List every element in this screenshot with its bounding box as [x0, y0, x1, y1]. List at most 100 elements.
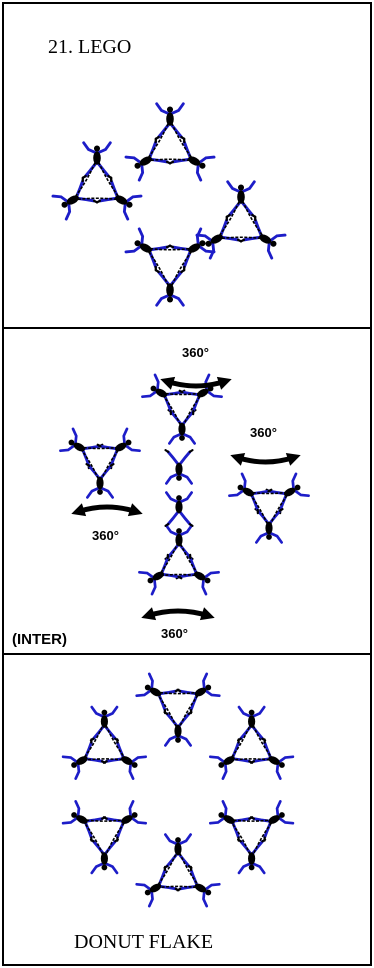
arrow-head	[230, 452, 246, 466]
skydiver-figure	[168, 227, 216, 272]
rotation-label-top: 360°	[182, 345, 209, 360]
skydiver-figure	[59, 427, 104, 470]
skydiver-figure	[154, 268, 186, 307]
grip-link	[103, 721, 128, 761]
grip-link	[228, 818, 275, 822]
grip-link	[216, 196, 242, 240]
grip-link	[81, 818, 128, 822]
skydiver-figure	[164, 449, 194, 485]
grip-link	[161, 392, 203, 396]
grip-link	[154, 848, 179, 889]
grip-link	[81, 721, 106, 761]
skydiver-figure	[163, 833, 193, 869]
grip-link	[177, 691, 202, 732]
grip-link	[155, 885, 201, 889]
arrow-head	[199, 607, 215, 621]
grip-link	[154, 691, 179, 732]
skydiver-figure	[61, 800, 107, 842]
skydiver-figure	[124, 137, 172, 182]
grip-link	[250, 819, 275, 859]
skydiver-figure	[95, 176, 143, 221]
skydiver-figure	[138, 553, 183, 596]
grip-link	[158, 573, 200, 577]
grip-link	[240, 196, 266, 240]
skydiver-figure	[85, 463, 115, 499]
grip-link	[248, 491, 290, 495]
grip-link	[81, 819, 106, 859]
grip-link	[250, 721, 275, 761]
panel-inter: 360° 360° 360° 360° (INTER)	[2, 329, 372, 655]
grip-link	[103, 819, 128, 859]
skydiver-figure	[135, 672, 180, 715]
arrow-head	[216, 376, 232, 390]
grip-link	[228, 721, 253, 761]
grip-link	[169, 118, 195, 162]
panel-lego: 21. LEGO	[2, 2, 372, 329]
skydiver-figure	[164, 524, 194, 560]
skydiver-figure	[167, 409, 197, 445]
panel-donut-flake: DONUT FLAKE	[2, 655, 372, 966]
skydiver-figure	[208, 800, 254, 842]
skydiver-figure	[102, 738, 148, 780]
skydiver-figure	[265, 472, 310, 515]
grip-link	[228, 758, 275, 762]
rotation-label-bottom: 360°	[161, 626, 188, 641]
grip-link	[145, 118, 171, 162]
grip-link	[160, 392, 183, 430]
grip-link	[78, 446, 101, 484]
grip-link	[155, 691, 201, 695]
grip-link	[81, 758, 128, 762]
skydiver-figure	[225, 180, 257, 219]
arrow-head	[285, 452, 301, 466]
skydiver-figure	[81, 141, 113, 180]
grip-link	[178, 539, 201, 577]
grip-link	[157, 539, 180, 577]
rotation-arrow	[235, 454, 296, 465]
grip-link	[247, 491, 270, 529]
grip-link	[79, 446, 121, 450]
skydiver-figure	[195, 215, 243, 260]
arrow-head	[160, 376, 176, 390]
grip-link	[72, 197, 122, 201]
skydiver-figure	[154, 102, 186, 141]
grip-link	[145, 158, 195, 162]
skydiver-figure	[163, 711, 193, 747]
grip-link	[268, 491, 291, 529]
inter-transition	[59, 373, 310, 621]
skydiver-figure	[249, 738, 295, 780]
skydiver-figure	[51, 176, 99, 221]
skydiver-figure	[175, 553, 220, 596]
skydiver-figure	[254, 508, 284, 544]
inter-tag: (INTER)	[12, 631, 67, 648]
skydiver-figure	[168, 137, 216, 182]
panel-title: 21. LEGO	[48, 36, 132, 58]
rotation-arrow	[165, 378, 227, 389]
grip-link	[99, 446, 122, 484]
grip-link	[169, 247, 195, 291]
donut-flake-formation	[61, 672, 295, 908]
grip-link	[72, 157, 98, 201]
grip-link	[216, 236, 266, 240]
grip-link	[181, 392, 204, 430]
skydiver-figure	[237, 838, 267, 875]
skydiver-figure	[89, 838, 119, 875]
skydiver-figure	[237, 705, 267, 742]
grip-link	[228, 819, 253, 859]
rotation-label-right: 360°	[250, 425, 277, 440]
arrow-head	[141, 607, 157, 621]
arrow-head	[71, 503, 87, 517]
rotation-arrow	[76, 504, 138, 515]
rotation-arrow	[146, 608, 210, 619]
skydiver-figure	[176, 865, 221, 908]
skydiver-figure	[164, 491, 194, 527]
grip-link	[177, 848, 202, 889]
lego-formation	[51, 102, 287, 307]
skydiver-figure	[178, 373, 223, 416]
skydiver-figure	[228, 472, 273, 515]
arrow-head	[127, 503, 143, 517]
formation-caption: DONUT FLAKE	[74, 931, 214, 953]
grip-link	[96, 157, 122, 201]
skydiver-figure	[239, 215, 287, 260]
skydiver-figure	[96, 427, 141, 470]
